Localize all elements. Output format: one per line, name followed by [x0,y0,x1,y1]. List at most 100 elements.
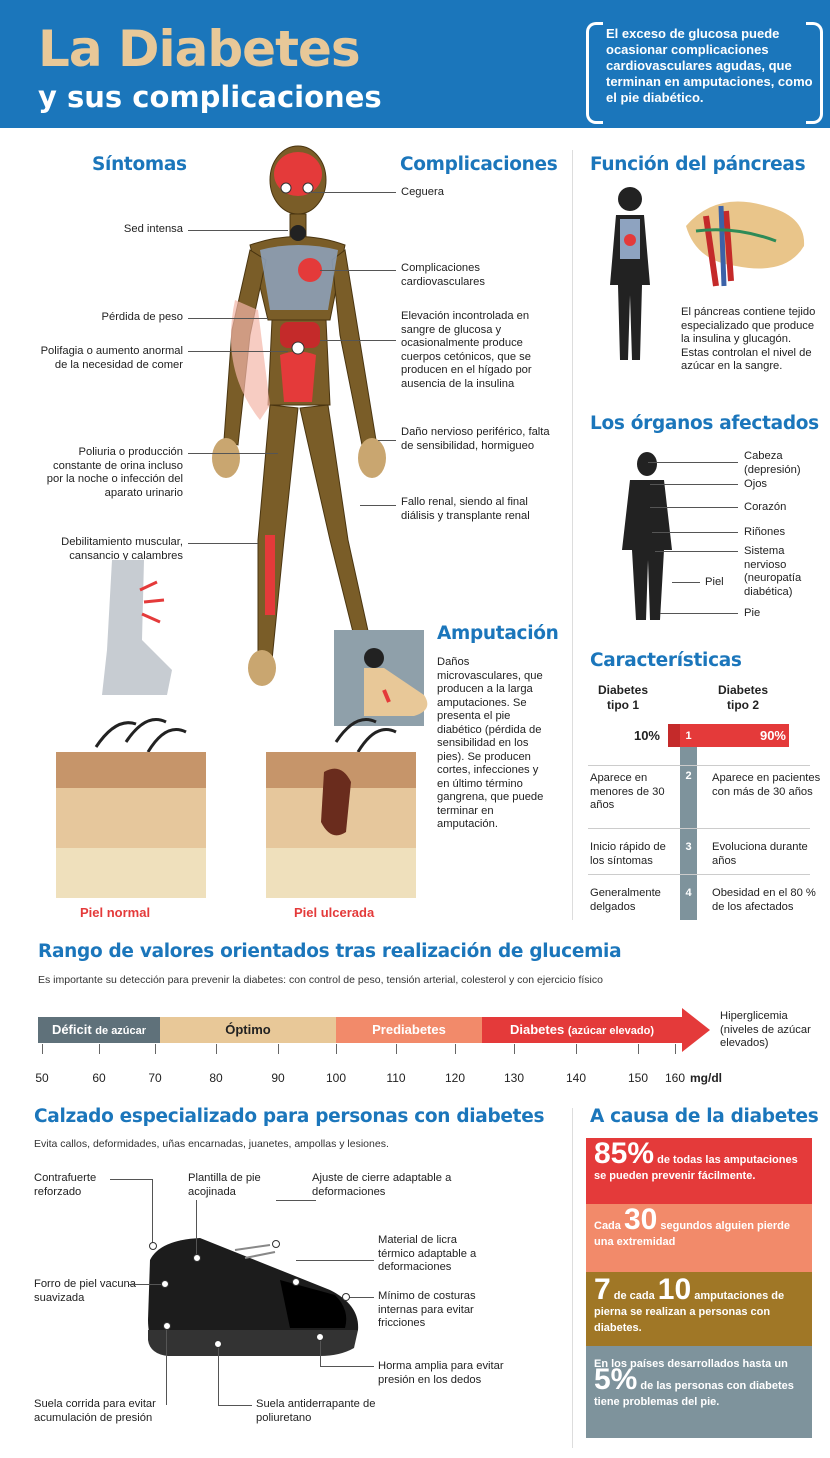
stat-amputaciones-prevenibles: 85% de todas las amputaciones se pueden … [586,1138,812,1204]
axis-tick-mark [155,1044,156,1054]
mannequin-right-leg [299,404,371,645]
page-subtitle: y sus complicaciones [38,80,382,114]
mannequin-figure [212,145,386,686]
skin-normal-label: Piel normal [80,905,151,920]
leg-cramp-illustration [102,560,172,695]
tipo1-inicio: Inicio rápido de los síntomas [590,841,666,867]
axis-tick-mark [675,1044,676,1054]
glucemia-subtitle: Es importante su detección para prevenir… [38,974,603,986]
axis-tick-label: 130 [503,1071,525,1085]
axis-tick-mark [576,1044,577,1054]
organo-nervioso: Sistema nervioso (neuropatía diabética) [744,545,802,598]
tipo2-evolucion: Evoluciona durante años [712,841,808,867]
tipo1-share-fill [668,724,680,747]
stat-paises-desarrollados: En los países desarrollados hasta un 5% … [586,1346,812,1438]
pancreas-figure [610,187,650,360]
axis-tick-mark [216,1044,217,1054]
axis-tick-label: 80 [209,1071,223,1085]
complicacion-ceguera: Ceguera [401,186,444,198]
stat4-big: 5% [594,1363,638,1396]
axis-tick-mark [455,1044,456,1054]
stat-cada-30-segundos: Cada 30 segundos alguien pierde una extr… [586,1204,812,1272]
stat2-pre: Cada [594,1220,621,1232]
skin-ulcer-illustration [266,718,416,898]
glucemia-title: Rango de valores orientados tras realiza… [38,941,622,962]
organos-title: Los órganos afectados [590,413,819,434]
stat1-text: de todas las amputaciones se pueden prev… [594,1154,798,1182]
glucemia-unit: mg/dl [690,1071,722,1085]
stat4-pre: En los países desarrollados hasta un [594,1358,788,1370]
skin-normal-illustration [56,718,206,898]
segment-prediabetes-label: Prediabetes [372,1022,446,1037]
bracket-right [806,22,823,124]
parte-plantilla: Plantilla de pie acojinada [188,1172,261,1198]
stat2-text: segundos alguien pierde una extremidad [594,1220,790,1248]
lungs-highlight [260,245,338,310]
organo-piel: Piel [705,576,724,588]
axis-tick-label: 150 [627,1071,649,1085]
segment-diabetes-label: Diabetes [509,1022,565,1037]
caracteristicas-spine [680,724,697,920]
axis-tick-label: 110 [386,1071,406,1085]
parte-licra: Material de licra térmico adaptable a de… [378,1234,477,1273]
axis-tick-mark [638,1044,639,1054]
organos-figure [622,452,672,620]
heart-highlight [298,258,322,282]
parte-suela-antiderrapante: Suela antiderrapante de poliuretano [256,1398,376,1424]
axis-tick-label: 120 [444,1071,466,1085]
axis-tick-label: 70 [148,1071,162,1085]
organo-cabeza: Cabeza (depresión) [744,450,801,476]
header-banner [0,0,830,128]
segment-diabetes-sublabel: (azúcar elevado) [567,1025,655,1037]
tipo1-percent: 10% [633,728,660,743]
segment-optimo-label: Óptimo [225,1022,271,1037]
causa-title: A causa de la diabetes [590,1106,819,1127]
stat3-text: amputaciones de pierna se realizan a per… [594,1290,785,1334]
col-tipo2: Diabetes tipo 2 [717,683,769,712]
complicacion-renal: Fallo renal, siendo al final diálisis y … [401,496,530,522]
liver-highlight [280,322,320,348]
header-intro: El exceso de glucosa puede ocasionar com… [606,26,813,105]
axis-tick-label: 60 [92,1071,106,1085]
parte-costuras: Mínimo de costuras internas para evitar … [378,1290,476,1329]
caracteristicas-title: Características [590,650,742,671]
segment-prediabetes: Prediabetes [336,1017,482,1043]
row-number-1: 1 [685,730,692,742]
tipo-share-bar [668,724,789,747]
amputacion-text: Daños microvasculares, que producen a la… [437,656,544,830]
parte-horma: Horma amplia para evitar presión en los … [378,1360,504,1386]
segment-deficit: Déficit de azúcar [38,1017,160,1043]
organo-pie: Pie [744,607,761,619]
parte-contrafuerte: Contrafuerte reforzado [34,1172,97,1198]
axis-tick-label: 100 [325,1071,347,1085]
axis-tick-label: 50 [35,1071,49,1085]
sintoma-sed: Sed intensa [123,223,183,235]
complicacion-nervioso: Daño nervioso periférico, falta de sensi… [401,426,550,452]
row-number-4: 4 [685,887,692,899]
stat3-big2: 10 [657,1273,692,1306]
pancreas-title: Función del páncreas [590,154,806,175]
axis-tick-mark [336,1044,337,1054]
segment-deficit-sublabel: de azúcar [95,1025,147,1037]
calzado-title: Calzado especializado para personas con … [34,1106,545,1127]
pancreas-text: El páncreas contiene tejido especializad… [681,306,816,372]
stat-7-de-cada-10: 7 de cada 10 amputaciones de pierna se r… [586,1272,812,1346]
mannequin-right-arm [331,249,377,446]
segment-diabetes: Diabetes (azúcar elevado) [482,1017,682,1043]
stat4-text: de las personas con diabetes tiene probl… [594,1380,794,1408]
axis-tick-label: 160 [664,1071,686,1085]
row-number-3: 3 [685,841,692,853]
kidneys-highlight [280,351,316,402]
stat3-big: 7 [594,1273,611,1306]
shoe-illustration [148,1238,359,1356]
parte-suela-corrida: Suela corrida para evitar acumulación de… [34,1398,156,1424]
amputacion-title: Amputación [437,623,559,644]
row-number-2: 2 [685,770,692,782]
segment-optimo: Óptimo [160,1017,336,1043]
column-divider [572,150,573,920]
segment-deficit-label: Déficit [51,1022,92,1037]
tipo1-complexion: Generalmente delgados [590,887,661,913]
tipo2-percent: 90% [759,728,786,743]
bottom-column-divider [572,1108,573,1448]
sintoma-polifagia: Polifagia o aumento anormal de la necesi… [40,345,183,371]
